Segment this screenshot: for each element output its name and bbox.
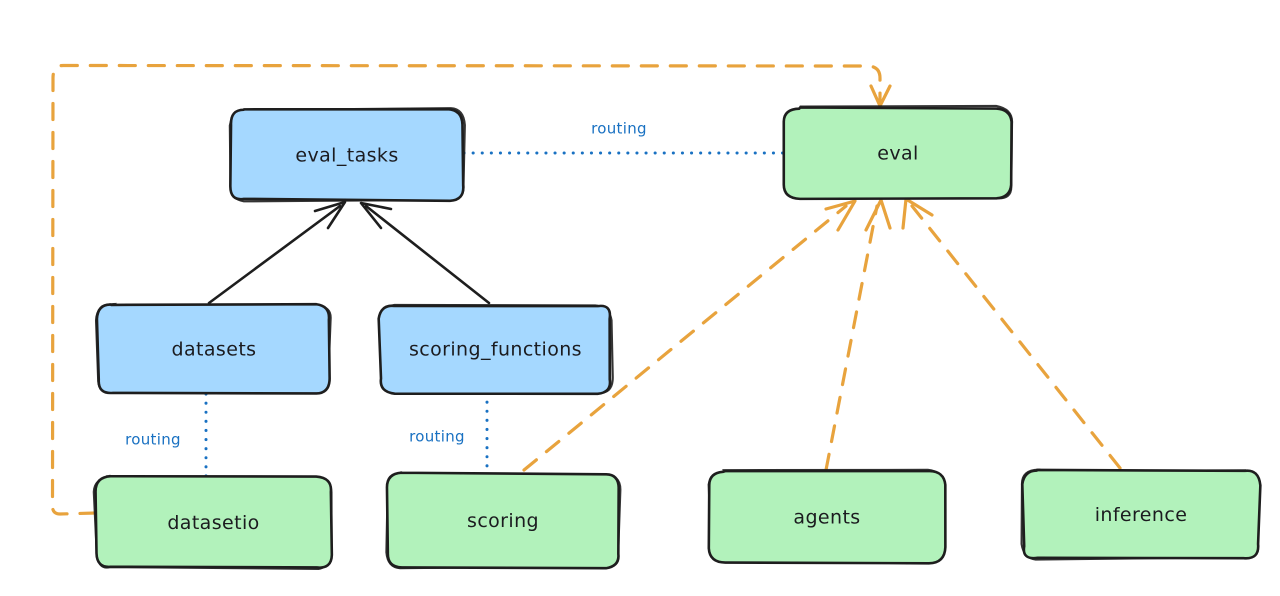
edge-agents-to-eval[interactable] <box>824 198 892 472</box>
edge-label-routing-datasets-datasetio: routing <box>125 431 181 449</box>
edge-scoring-to-eval[interactable] <box>522 199 857 472</box>
edge-label-routing-eval-tasks-eval: routing <box>591 120 647 138</box>
node-shape <box>707 469 947 565</box>
edge-label-routing-scoring-functions-scoring: routing <box>409 428 465 446</box>
node-shape <box>95 302 331 395</box>
node-label-scoring_functions: scoring_functions <box>409 339 582 361</box>
node-eval[interactable]: eval <box>782 104 1014 201</box>
node-inference[interactable]: inference <box>1020 468 1262 561</box>
node-shape <box>782 106 1013 201</box>
node-shape <box>377 304 612 396</box>
node-label-eval: eval <box>877 143 918 165</box>
node-eval_tasks[interactable]: eval_tasks <box>228 107 466 203</box>
edge-labels-group: routing routing routing <box>125 120 647 449</box>
node-label-scoring: scoring <box>467 510 539 532</box>
node-label-eval_tasks: eval_tasks <box>295 145 398 167</box>
node-label-inference: inference <box>1095 504 1188 526</box>
node-label-agents: agents <box>793 507 860 529</box>
edge-inference-to-eval[interactable] <box>901 197 1122 470</box>
routing-edges-group <box>204 151 786 479</box>
node-label-datasets: datasets <box>172 339 257 361</box>
node-datasetio[interactable]: datasetio <box>92 474 334 570</box>
edge-datasets-to-eval-tasks[interactable] <box>207 200 347 305</box>
node-shape <box>385 471 620 570</box>
node-shape <box>229 107 465 203</box>
node-shape <box>94 474 334 569</box>
solid-edges-group <box>207 200 491 305</box>
node-shape <box>1021 468 1262 560</box>
node-datasets[interactable]: datasets <box>94 302 332 395</box>
edge-scoring-functions-to-eval-tasks[interactable] <box>359 201 491 305</box>
node-scoring[interactable]: scoring <box>385 471 622 570</box>
node-agents[interactable]: agents <box>707 468 947 565</box>
node-scoring_functions[interactable]: scoring_functions <box>377 303 614 396</box>
nodes-group: eval_tasks eval datasets scoring_functionsd… <box>92 104 1262 570</box>
node-label-datasetio: datasetio <box>167 512 259 534</box>
